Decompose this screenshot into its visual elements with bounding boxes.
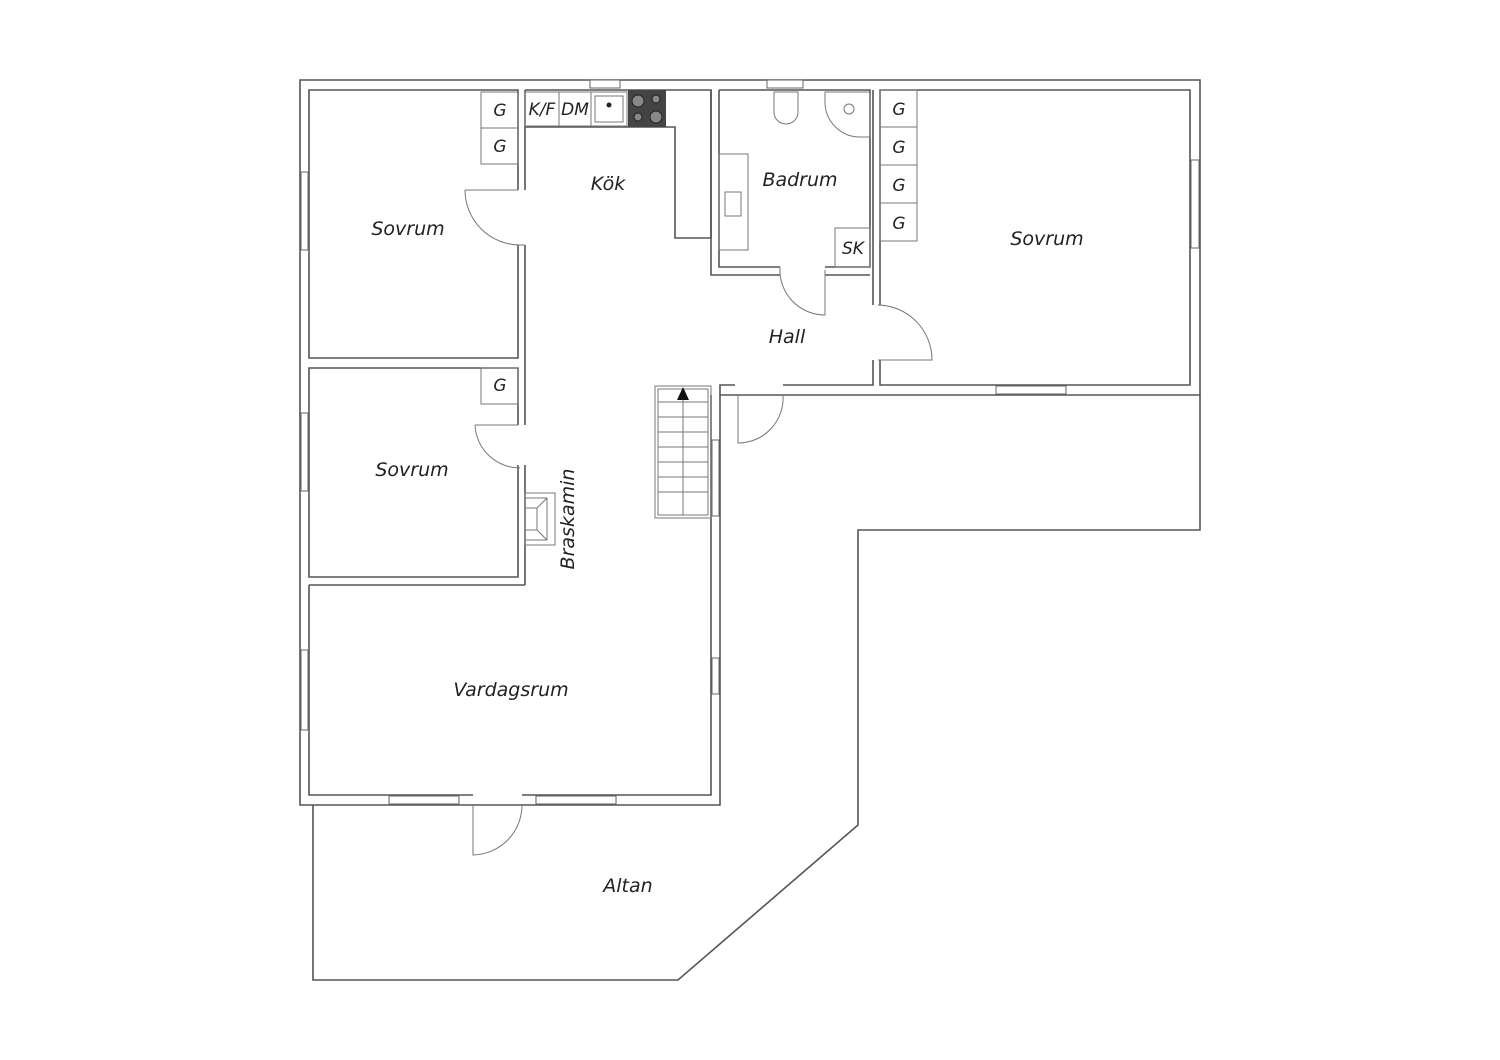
wardrobe-label: G — [493, 137, 506, 157]
room-label-hall: Hall — [769, 326, 806, 348]
bath-sink-icon — [724, 191, 742, 217]
door-sovrum-2 — [474, 424, 521, 469]
wardrobe-label: G — [892, 138, 905, 158]
wardrobe — [480, 367, 519, 405]
wardrobe-label: G — [892, 214, 905, 234]
stove-icon — [628, 90, 666, 127]
door-altan — [472, 804, 523, 856]
wardrobe-label: G — [892, 100, 905, 120]
wardrobe-label: G — [493, 101, 506, 121]
room-label-badrum: Badrum — [762, 169, 837, 191]
room-label-vardagsrum: Vardagsrum — [453, 679, 568, 701]
wardrobe — [480, 127, 519, 165]
outer-wall — [299, 79, 1201, 806]
wardrobe-label: G — [493, 376, 506, 396]
fireplace-icon — [524, 492, 556, 546]
altan-outline — [312, 395, 1201, 981]
room-label-sovrum: Sovrum — [1010, 228, 1083, 250]
kitchen-sink-icon — [590, 91, 628, 127]
room-label-sovrum: Sovrum — [371, 218, 444, 240]
stairs — [654, 385, 712, 519]
shower-icon — [824, 91, 871, 138]
door-badrum — [779, 266, 826, 316]
wall-vardagsrum — [308, 395, 712, 796]
door-sovrum-1 — [464, 189, 525, 246]
wardrobe — [879, 202, 918, 242]
label-braskamin: Braskamin — [557, 469, 579, 570]
stairs-up-arrow-icon — [677, 387, 689, 400]
windows — [300, 79, 1200, 805]
door-sovrum-3 — [877, 304, 933, 361]
room-label-altan: Altan — [601, 875, 652, 897]
wardrobe-label: G — [892, 176, 905, 196]
cleaning-cabinet-label: SK — [842, 239, 866, 259]
dishwasher-label: DM — [561, 100, 589, 120]
room-label-kok: Kök — [591, 173, 626, 195]
bath-counter — [718, 153, 749, 251]
fridge-freezer-label: K/F — [529, 100, 556, 120]
cleaning-cabinet — [834, 227, 871, 268]
room-label-sovrum: Sovrum — [375, 459, 448, 481]
toilet-icon — [773, 91, 799, 125]
door-entry — [737, 394, 784, 444]
